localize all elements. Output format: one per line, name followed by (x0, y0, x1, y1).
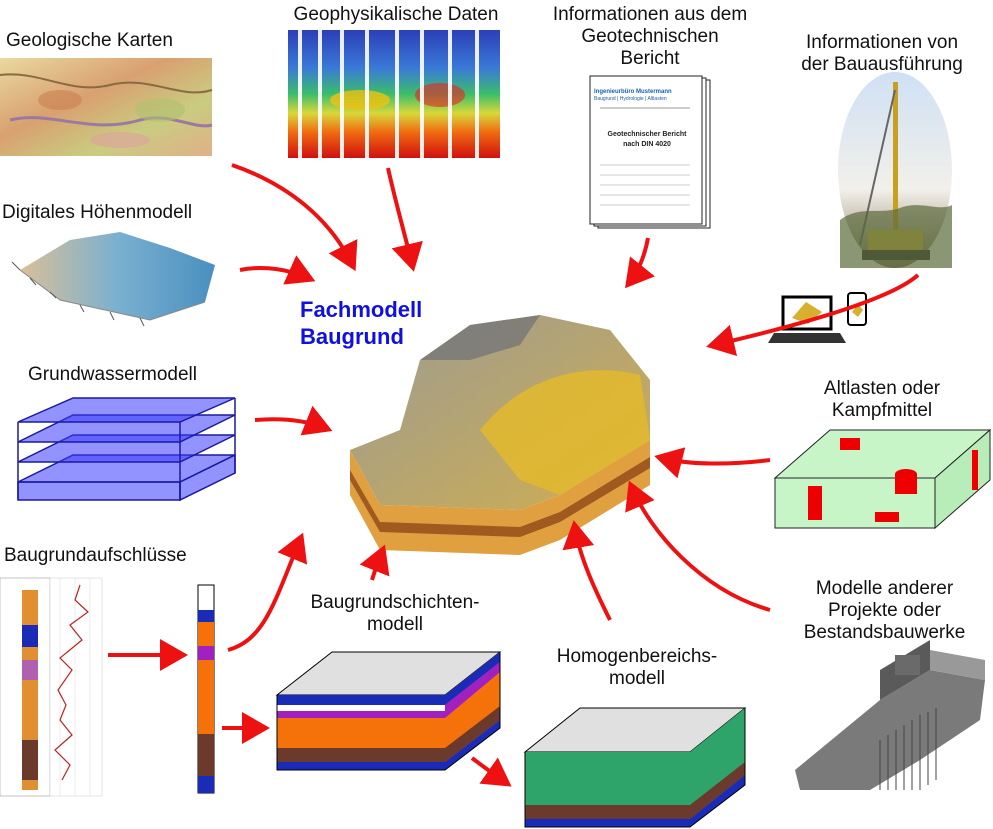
arrows (108, 163, 920, 787)
other-projects-model-image (795, 640, 985, 790)
borehole-log-image (0, 577, 103, 797)
geophysics-image (288, 30, 500, 158)
report-subline: Baugrund | Hydrologie | Altlasten (594, 96, 667, 102)
arrow-layers (359, 544, 390, 581)
arrow-geophysics (386, 167, 423, 272)
label-groundwater: Grundwassermodell (28, 364, 197, 385)
arrow-geomaps (231, 163, 358, 272)
label-layer-model-line1: Baugrundschichten- (310, 592, 480, 613)
homogeneous-zone-model-block (523, 707, 747, 828)
label-other-line3: Bestandsbauwerke (803, 622, 966, 643)
label-report-line3: Bericht (620, 48, 680, 69)
label-contamination: Altlasten oder Kampfmittel (792, 378, 972, 422)
label-layer-model: Baugrundschichten- modell (290, 592, 500, 636)
central-subsurface-model (350, 315, 650, 555)
label-other-line1: Modelle anderer (815, 578, 954, 599)
contamination-box-image (773, 428, 992, 530)
report-heading1: Geotechnischer Bericht (607, 131, 687, 138)
ground-layer-model-block (275, 651, 502, 771)
report-company: Ingenieurbüro Mustermann (594, 89, 672, 95)
laptop-phone-icon (768, 292, 867, 343)
label-other-line2: Projekte oder (827, 600, 941, 621)
arrow-block-homog (470, 756, 512, 787)
arrow-column (227, 532, 308, 652)
center-title-line1: Fachmodell (300, 297, 423, 322)
arrow-contamination (654, 447, 771, 479)
arrow-other (625, 480, 771, 612)
geological-map-image (0, 58, 213, 156)
arrow-groundwater (254, 405, 333, 436)
label-homog-model-line2: modell (609, 668, 665, 689)
label-boreholes: Baugrundaufschlüsse (4, 545, 187, 566)
arrow-construction (706, 273, 920, 357)
label-contamination-line1: Altlasten oder (823, 378, 941, 399)
label-construction: Informationen von der Bauausführung (782, 32, 982, 76)
label-contamination-line2: Kampfmittel (831, 400, 933, 421)
center-title-line2: Baugrund (300, 324, 404, 349)
label-homog-model: Homogenbereichs- modell (532, 646, 742, 690)
label-report-line1: Informationen aus dem (552, 4, 748, 25)
label-construction-line1: Informationen von (805, 32, 959, 53)
construction-photo (838, 72, 952, 268)
label-geological-maps: Geologische Karten (6, 30, 173, 51)
label-geophysics: Geophysikalische Daten (293, 4, 499, 25)
label-layer-model-line2: modell (367, 614, 423, 635)
arrow-dem (239, 255, 316, 285)
label-report-line2: Geotechnischen (581, 26, 719, 47)
label-dem: Digitales Höhenmodell (2, 202, 193, 223)
arrow-homog (562, 520, 612, 621)
groundwater-model-image (17, 397, 236, 502)
label-construction-line2: der Bauausführung (801, 54, 963, 75)
report-document-image (589, 75, 711, 229)
label-homog-model-line1: Homogenbereichs- (556, 646, 718, 667)
label-other-projects: Modelle anderer Projekte oder Bestandsba… (782, 578, 987, 644)
label-report: Informationen aus dem Geotechnischen Ber… (535, 4, 765, 70)
center-title: Fachmodell Baugrund (300, 296, 422, 350)
arrow-report (625, 237, 655, 289)
report-heading2: nach DIN 4020 (623, 141, 671, 148)
dem-image (11, 232, 215, 327)
borehole-column-image (197, 584, 215, 794)
